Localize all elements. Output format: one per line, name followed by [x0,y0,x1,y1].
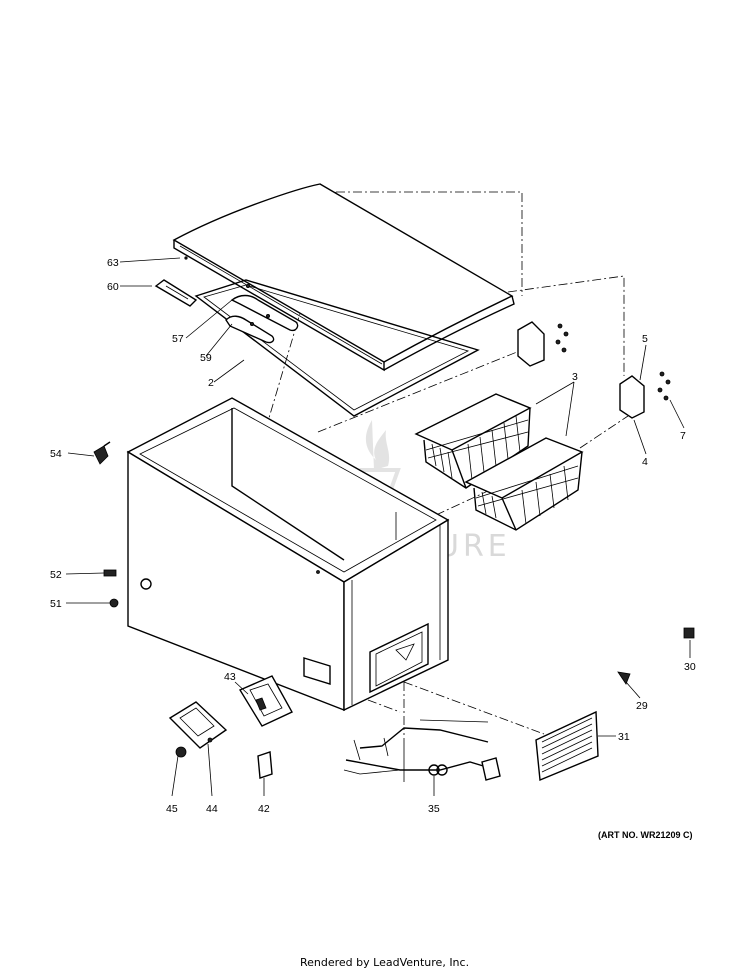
callout-43: 43 [224,671,236,683]
callout-59: 59 [200,352,212,364]
callout-57: 57 [172,333,184,345]
freezer-lid [172,183,515,417]
callout-labels: 63 60 57 59 2 5 3 7 4 54 52 51 30 43 29 … [50,257,696,815]
callout-31: 31 [618,731,630,743]
callout-30: 30 [684,661,696,673]
callout-54: 54 [50,448,62,460]
footer-credit: Rendered by LeadVenture, Inc. [300,956,469,969]
lid-handle [225,283,299,344]
lid-trim [154,256,198,307]
callout-52: 52 [50,569,62,581]
callout-45: 45 [166,803,178,815]
hinge-assembly [517,321,671,419]
freezer-cabinet [126,397,450,712]
leader-lines [65,257,691,797]
callout-29: 29 [636,700,648,712]
callout-2: 2 [208,377,214,389]
callout-4: 4 [642,456,648,468]
callout-3: 3 [572,371,578,383]
callout-63: 63 [107,257,119,269]
callout-51: 51 [50,598,62,610]
callout-5: 5 [642,333,648,345]
callout-42: 42 [258,803,270,815]
callout-35: 35 [428,803,440,815]
callout-60: 60 [107,281,119,293]
art-number: (ART NO. WR21209 C) [598,830,693,840]
callout-7: 7 [680,430,686,442]
callout-44: 44 [206,803,218,815]
small-parts [93,441,695,782]
storage-baskets [414,393,584,531]
